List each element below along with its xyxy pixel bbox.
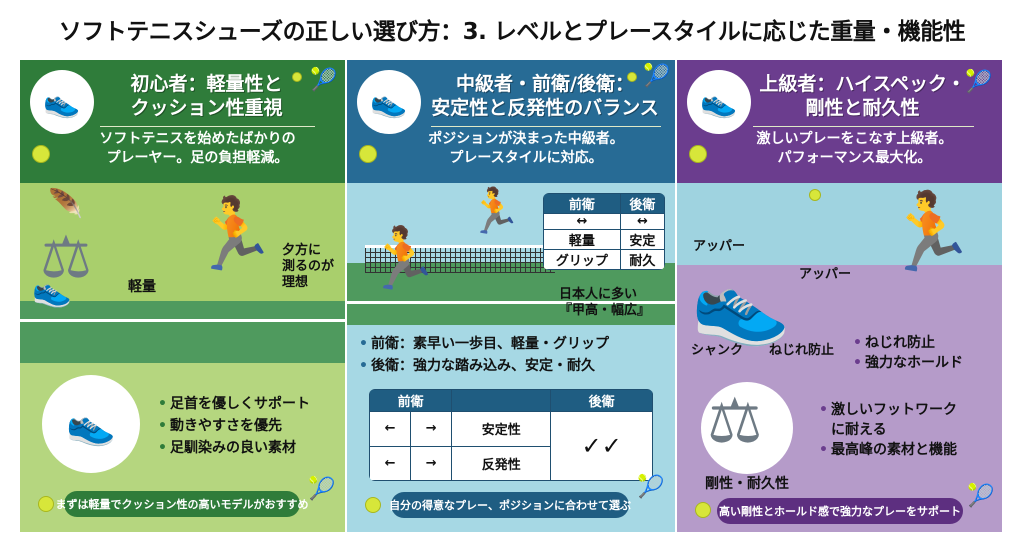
- tennis-ball-icon: [809, 189, 821, 201]
- player-icon: 🏃: [190, 193, 278, 275]
- list-item: 足首を優しくサポート: [158, 393, 310, 415]
- tennis-ball-icon: [627, 72, 637, 82]
- recommendation-pill: まずは軽量でクッション性の高いモデルがおすすめ: [56, 491, 309, 517]
- panel-subtitle: ソフトテニスを始めたばかりの プレーヤー。足の負担軽減。: [99, 131, 296, 166]
- foot-shape-note: 日本人に多い 『甲高・幅広』: [559, 287, 651, 318]
- list-item: 最高峰の素材と機能: [819, 440, 957, 460]
- panel-title: 初心者：軽量性と クッション性重視: [130, 73, 283, 119]
- scene-illustration: 🪶 ⚖ 👟 軽量 🏃 夕方に 測るのが 理想: [20, 183, 345, 363]
- tennis-ball-icon: [38, 496, 54, 512]
- racket-icon: 🎾: [637, 475, 665, 500]
- shoe-diagram: 👟: [691, 256, 791, 349]
- callout-torsion: ねじれ防止: [769, 343, 835, 358]
- panel-title: 中級者・前衛/後衛： 安定性と反発性のバランス: [431, 73, 659, 119]
- list-item: 後衛：強力な踏み込み、安定・耐久: [359, 355, 609, 377]
- panel-details: ⚖ 剛性・耐久性 激しいフットワーク に耐える 最高峰の素材と機能 高い剛性とホ…: [677, 378, 1002, 532]
- comparison-table: 前衛後衛 ← → 安定性 ✓✓ ← → 反発性: [369, 389, 653, 481]
- panel-header: 👟 上級者：ハイスペック・ 剛性と耐久性 激しいプレーをこなす上級者。 パフォー…: [677, 60, 1002, 183]
- racket-icon: 🎾: [965, 70, 993, 95]
- panel-details: 👟 足首を優しくサポート 動きやすさを優先 足馴染みの良い素材 まずは軽量でクッ…: [20, 363, 345, 532]
- list-item: ねじれ防止: [853, 333, 963, 353]
- list-item: 激しいフットワーク: [819, 400, 957, 420]
- list-item: 足馴染みの良い素材: [158, 437, 310, 459]
- divider: [753, 126, 974, 127]
- divider: [100, 126, 315, 127]
- tennis-ball-icon: [359, 145, 377, 163]
- player-icon: 🏃: [467, 186, 522, 237]
- shoe-icon: 👟: [32, 271, 72, 309]
- recommendation-pill: 高い剛性とホールド感で強力なプレーをサポート: [717, 498, 963, 524]
- court: [20, 301, 345, 363]
- player-icon: 🏃: [882, 187, 977, 276]
- callout-upper: アッパー: [693, 239, 746, 254]
- tennis-ball-icon: [689, 145, 707, 163]
- tennis-ball-icon: [292, 72, 302, 82]
- list-item: 強力なホールド: [853, 353, 963, 373]
- racket-icon: 🎾: [967, 484, 995, 509]
- tennis-ball-icon: [32, 145, 50, 163]
- position-table: 前衛後衛 ↔↔ 軽量安定 グリップ耐久: [543, 193, 665, 270]
- panel-beginner: 👟 初心者：軽量性と クッション性重視 ソフトテニスを始めたばかりの プレーヤー…: [20, 60, 345, 532]
- callout-upper: アッパー: [799, 267, 852, 282]
- cushion-shoe-icon: 👟: [42, 375, 140, 473]
- tennis-net: [365, 245, 555, 273]
- scale-label: 剛性・耐久性: [705, 476, 789, 492]
- balance-scale-icon: ⚖: [707, 384, 763, 457]
- scale-label: 軽量: [128, 279, 156, 295]
- sneaker-icon: 👟: [357, 70, 421, 134]
- player-icon: 🏃: [365, 224, 440, 294]
- list-item: 動きやすさを優先: [158, 415, 310, 437]
- scene-illustration: 🏃 🏃 前衛後衛 ↔↔ 軽量安定 グリップ耐久 日本人に多い 『甲高・幅広』: [347, 183, 675, 325]
- callout-shank: シャンク: [691, 343, 744, 358]
- racket-icon: 🎾: [310, 68, 338, 93]
- panel-advanced: 👟 上級者：ハイスペック・ 剛性と耐久性 激しいプレーをこなす上級者。 パフォー…: [677, 60, 1002, 532]
- tennis-ball-icon: [365, 497, 381, 513]
- tennis-ball-icon: [695, 502, 711, 518]
- panel-subtitle: ポジションが決まった中級者。 プレースタイルに対応。: [428, 131, 624, 166]
- list-item-continued: に耐える: [831, 422, 887, 438]
- bounce-arrows-icon: ✓✓: [550, 411, 653, 481]
- panel-title: 上級者：ハイスペック・ 剛性と耐久性: [759, 73, 966, 119]
- feature-list-top: ねじれ防止 強力なホールド: [853, 333, 963, 373]
- panel-details: 前衛：素早い一歩目、軽量・グリップ 後衛：強力な踏み込み、安定・耐久 前衛後衛 …: [347, 325, 675, 532]
- panel-header: 👟 初心者：軽量性と クッション性重視 ソフトテニスを始めたばかりの プレーヤー…: [20, 60, 345, 183]
- list-item: 前衛：素早い一歩目、軽量・グリップ: [359, 333, 609, 355]
- court: [347, 263, 675, 325]
- scene-illustration: 🏃 👟 アッパー アッパー シャンク ねじれ防止 ねじれ防止 強力なホールド: [677, 183, 1002, 378]
- measure-note: 夕方に 測るのが 理想: [282, 243, 335, 290]
- feature-list: 激しいフットワーク に耐える 最高峰の素材と機能: [819, 400, 957, 460]
- racket-icon: 🎾: [308, 477, 336, 502]
- feather-icon: 🪶: [48, 187, 83, 220]
- recommendation-pill: 自分の得意なプレー、ポジションに合わせて選ぶ: [389, 492, 631, 518]
- balance-scale-icon: ⚖: [40, 223, 92, 291]
- panel-header: 👟 中級者・前衛/後衛： 安定性と反発性のバランス ポジションが決まった中級者。…: [347, 60, 675, 183]
- panel-intermediate: 👟 中級者・前衛/後衛： 安定性と反発性のバランス ポジションが決まった中級者。…: [347, 60, 675, 532]
- sneaker-icon: 👟: [30, 70, 94, 134]
- position-list: 前衛：素早い一歩目、軽量・グリップ 後衛：強力な踏み込み、安定・耐久: [359, 333, 609, 377]
- page-title: ソフトテニスシューズの正しい選び方：3. レベルとプレースタイルに応じた重量・機…: [58, 19, 966, 45]
- racket-icon: 🎾: [643, 64, 671, 89]
- sneaker-icon: 👟: [687, 70, 751, 134]
- feature-list: 足首を優しくサポート 動きやすさを優先 足馴染みの良い素材: [158, 393, 310, 459]
- divider: [431, 126, 661, 127]
- panel-subtitle: 激しいプレーをこなす上級者。 パフォーマンス最大化。: [756, 131, 953, 166]
